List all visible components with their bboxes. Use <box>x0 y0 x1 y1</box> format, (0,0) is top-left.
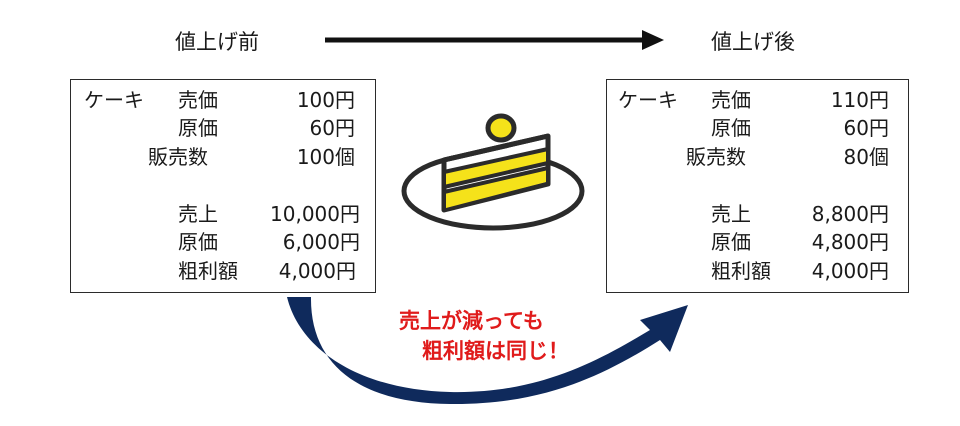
after-row-value: 80個 <box>843 145 889 169</box>
after-row-value: 60円 <box>843 116 889 140</box>
heading-before: 値上げ前 <box>175 30 259 54</box>
product-label-after: ケーキ <box>618 88 678 112</box>
heading-after: 値上げ後 <box>711 30 795 54</box>
before-result-value: 10,000円 <box>270 202 360 226</box>
before-result-label: 原価 <box>178 230 218 254</box>
before-row-value: 100円 <box>296 88 355 112</box>
after-result-value: 4,800円 <box>811 230 889 254</box>
before-row-value: 60円 <box>309 116 355 140</box>
before-result-label: 売上 <box>178 202 218 226</box>
after-result-label: 粗利額 <box>711 259 771 283</box>
panel-before <box>70 79 376 293</box>
cake-slice-icon <box>401 113 585 231</box>
before-result-label: 粗利額 <box>178 259 238 283</box>
after-result-value: 8,800円 <box>811 202 889 226</box>
panel-after <box>606 79 909 293</box>
product-label-before: ケーキ <box>84 88 144 112</box>
before-row-label: 売価 <box>178 88 218 112</box>
before-result-value: 4,000円 <box>278 259 356 283</box>
after-row-value: 110円 <box>830 88 889 112</box>
before-row-label: 販売数 <box>148 145 208 169</box>
after-result-label: 売上 <box>711 202 751 226</box>
before-result-value: 6,000円 <box>282 230 360 254</box>
after-result-label: 原価 <box>711 230 751 254</box>
after-row-label: 販売数 <box>686 145 746 169</box>
after-row-label: 原価 <box>711 116 751 140</box>
before-row-value: 100個 <box>296 145 355 169</box>
before-row-label: 原価 <box>178 116 218 140</box>
after-result-value: 4,000円 <box>811 259 889 283</box>
after-row-label: 売価 <box>711 88 751 112</box>
message-line-2: 粗利額は同じ！ <box>422 339 569 363</box>
message-line-1: 売上が減っても <box>399 309 544 333</box>
